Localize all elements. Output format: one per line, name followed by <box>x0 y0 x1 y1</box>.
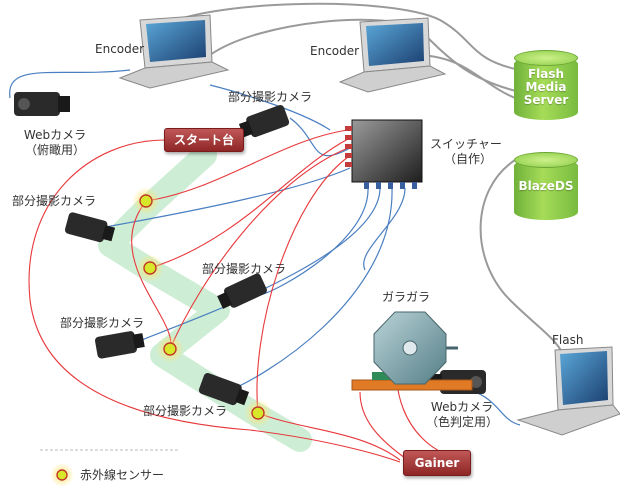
switcher-icon <box>345 119 423 189</box>
webcam-color-label: Webカメラ （色判定用） <box>418 400 506 430</box>
webcam-overhead-icon <box>14 92 70 116</box>
webcam-color-line1: Webカメラ <box>430 400 494 414</box>
laptop-encoder-right <box>338 17 447 93</box>
legend-graphics <box>40 449 180 487</box>
start-stand-box: スタート台 <box>164 128 244 152</box>
encoder-right-label: Encoder <box>310 44 360 58</box>
switcher-line2: （自作） <box>444 152 493 166</box>
blazeds-server: BlazeDS <box>514 152 578 220</box>
garagara-icon <box>351 311 473 391</box>
encoder-left-label: Encoder <box>95 42 145 56</box>
webcam-overhead-line1: Webカメラ <box>23 128 87 142</box>
camera-part-1-icon <box>238 105 290 138</box>
fms-line3: Server <box>523 93 569 107</box>
camera-part-2-icon <box>64 212 116 243</box>
camera-part-1-label: 部分撮影カメラ <box>228 90 313 104</box>
camera-part-2-label: 部分撮影カメラ <box>12 194 97 208</box>
camera-part-3-icon <box>217 273 267 309</box>
fms-line2: Media <box>525 80 567 94</box>
camera-part-5-label: 部分撮影カメラ <box>143 404 228 418</box>
camera-part-5-icon <box>198 373 250 406</box>
flash-media-server: Flash Media Server <box>514 50 578 120</box>
camera-part-3-label: 部分撮影カメラ <box>202 262 287 276</box>
sensors <box>132 187 272 427</box>
laptop-encoder-left <box>118 14 230 89</box>
fms-line1: Flash <box>527 67 565 81</box>
sensor-legend-label: 赤外線センサー <box>80 468 165 482</box>
webcam-overhead-line2: （俯瞰用） <box>24 143 85 157</box>
webcam-overhead-label: Webカメラ （俯瞰用） <box>20 128 90 158</box>
switcher-label: スイッチャー （自作） <box>430 137 502 167</box>
flash-client-label: Flash <box>552 333 584 347</box>
garagara-label: ガラガラ <box>382 290 431 304</box>
camera-part-4-label: 部分撮影カメラ <box>60 316 145 330</box>
blazeds-label: BlazeDS <box>518 179 574 193</box>
gainer-box: Gainer <box>403 450 471 476</box>
laptop-flash-client <box>516 346 620 436</box>
switcher-line1: スイッチャー <box>430 137 502 151</box>
camera-part-4-icon <box>95 331 145 359</box>
webcam-color-line2: （色判定用） <box>425 415 498 429</box>
